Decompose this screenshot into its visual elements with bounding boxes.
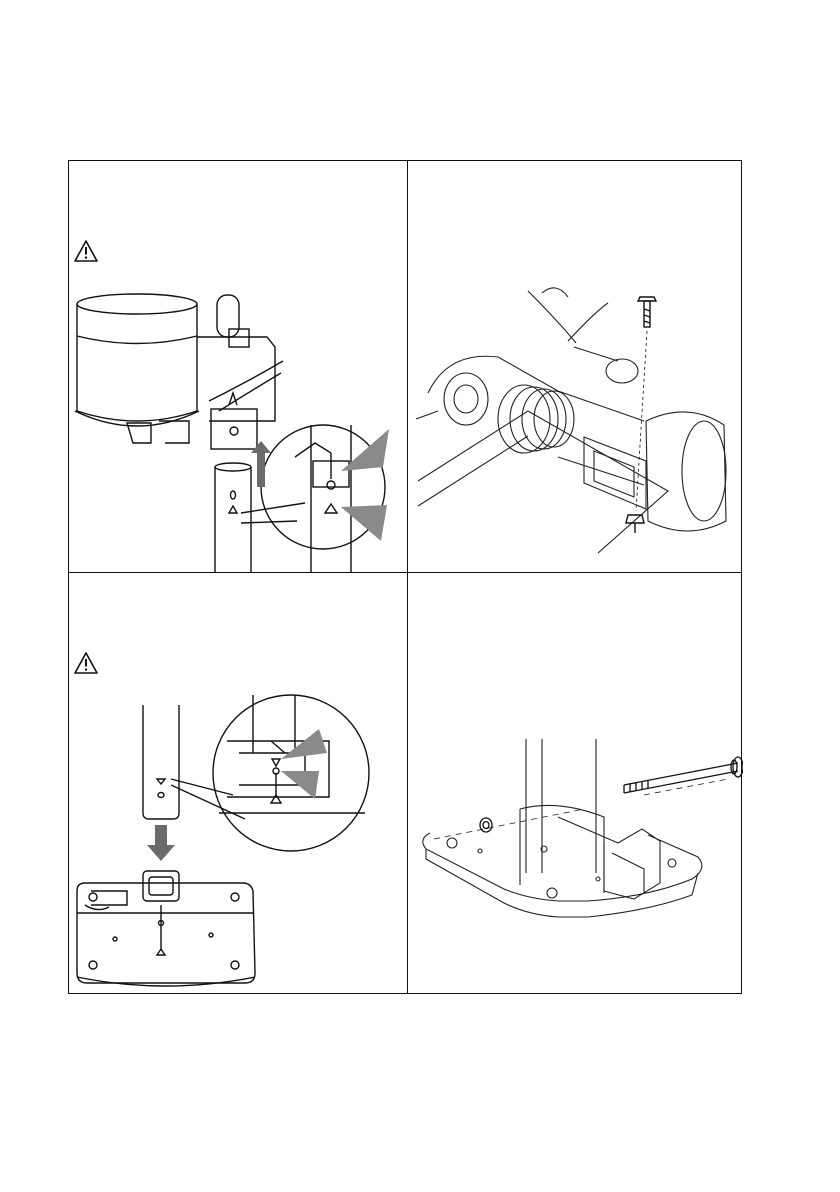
instruction-grid xyxy=(68,160,742,994)
panel-bolt-assembly xyxy=(408,573,743,995)
arrow-up-icon xyxy=(251,441,271,487)
screw-icon xyxy=(638,297,656,327)
panel-pole-to-base xyxy=(69,573,407,995)
bolt-icon xyxy=(624,757,743,793)
panel-sensor-mount xyxy=(69,161,407,572)
nut-icon xyxy=(480,818,492,832)
pointer-wedge-icon xyxy=(341,429,389,541)
sensor-mount-illustration xyxy=(69,161,407,572)
screw-assembly-illustration xyxy=(408,161,743,572)
pole-base-illustration xyxy=(69,573,407,995)
arrow-down-icon xyxy=(147,825,175,861)
panel-screw-assembly xyxy=(408,161,743,572)
nut-icon xyxy=(626,515,644,533)
pointer-wedge-icon xyxy=(281,729,327,799)
bolt-base-illustration xyxy=(408,573,743,995)
